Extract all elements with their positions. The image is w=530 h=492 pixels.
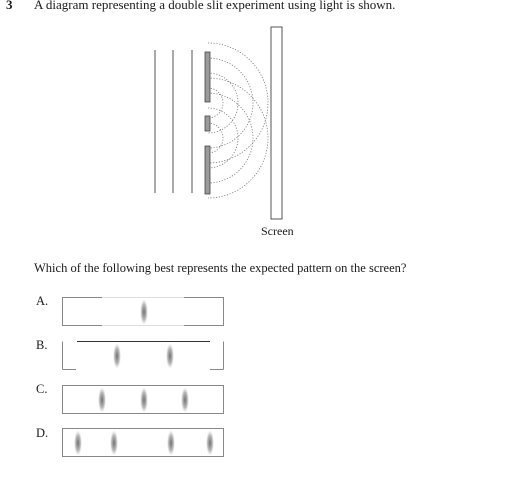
fringe — [181, 387, 189, 413]
question-prompt: Which of the following best represents t… — [34, 261, 407, 275]
option-a-pattern[interactable] — [62, 297, 224, 326]
option-d-pattern[interactable] — [62, 428, 224, 457]
screen-label: Screen — [261, 224, 294, 238]
option-b-pattern[interactable] — [62, 341, 224, 370]
barrier-bottom — [204, 145, 211, 195]
fringe — [140, 299, 148, 325]
option-c-pattern[interactable] — [62, 385, 224, 414]
screen — [270, 26, 283, 220]
fringe — [166, 343, 174, 369]
option-c-label[interactable]: C. — [36, 382, 48, 396]
fringe — [113, 343, 121, 369]
double-slit-diagram — [154, 26, 283, 220]
option-b-label[interactable]: B. — [36, 338, 48, 352]
fringe — [206, 430, 214, 456]
fringe — [167, 430, 175, 456]
fringe — [140, 387, 148, 413]
question-text: A diagram representing a double slit exp… — [34, 0, 396, 12]
diffracted-wavefronts — [207, 42, 269, 199]
slit-barrier — [204, 51, 211, 195]
barrier-middle — [204, 115, 211, 132]
barrier-top — [204, 51, 211, 103]
fringe — [98, 387, 106, 413]
fringe — [74, 430, 82, 456]
fringe — [110, 430, 118, 456]
option-d-label[interactable]: D. — [36, 426, 49, 440]
option-a-label[interactable]: A. — [36, 294, 49, 308]
incident-wavefronts — [154, 50, 193, 193]
question-number: 3 — [6, 0, 13, 12]
